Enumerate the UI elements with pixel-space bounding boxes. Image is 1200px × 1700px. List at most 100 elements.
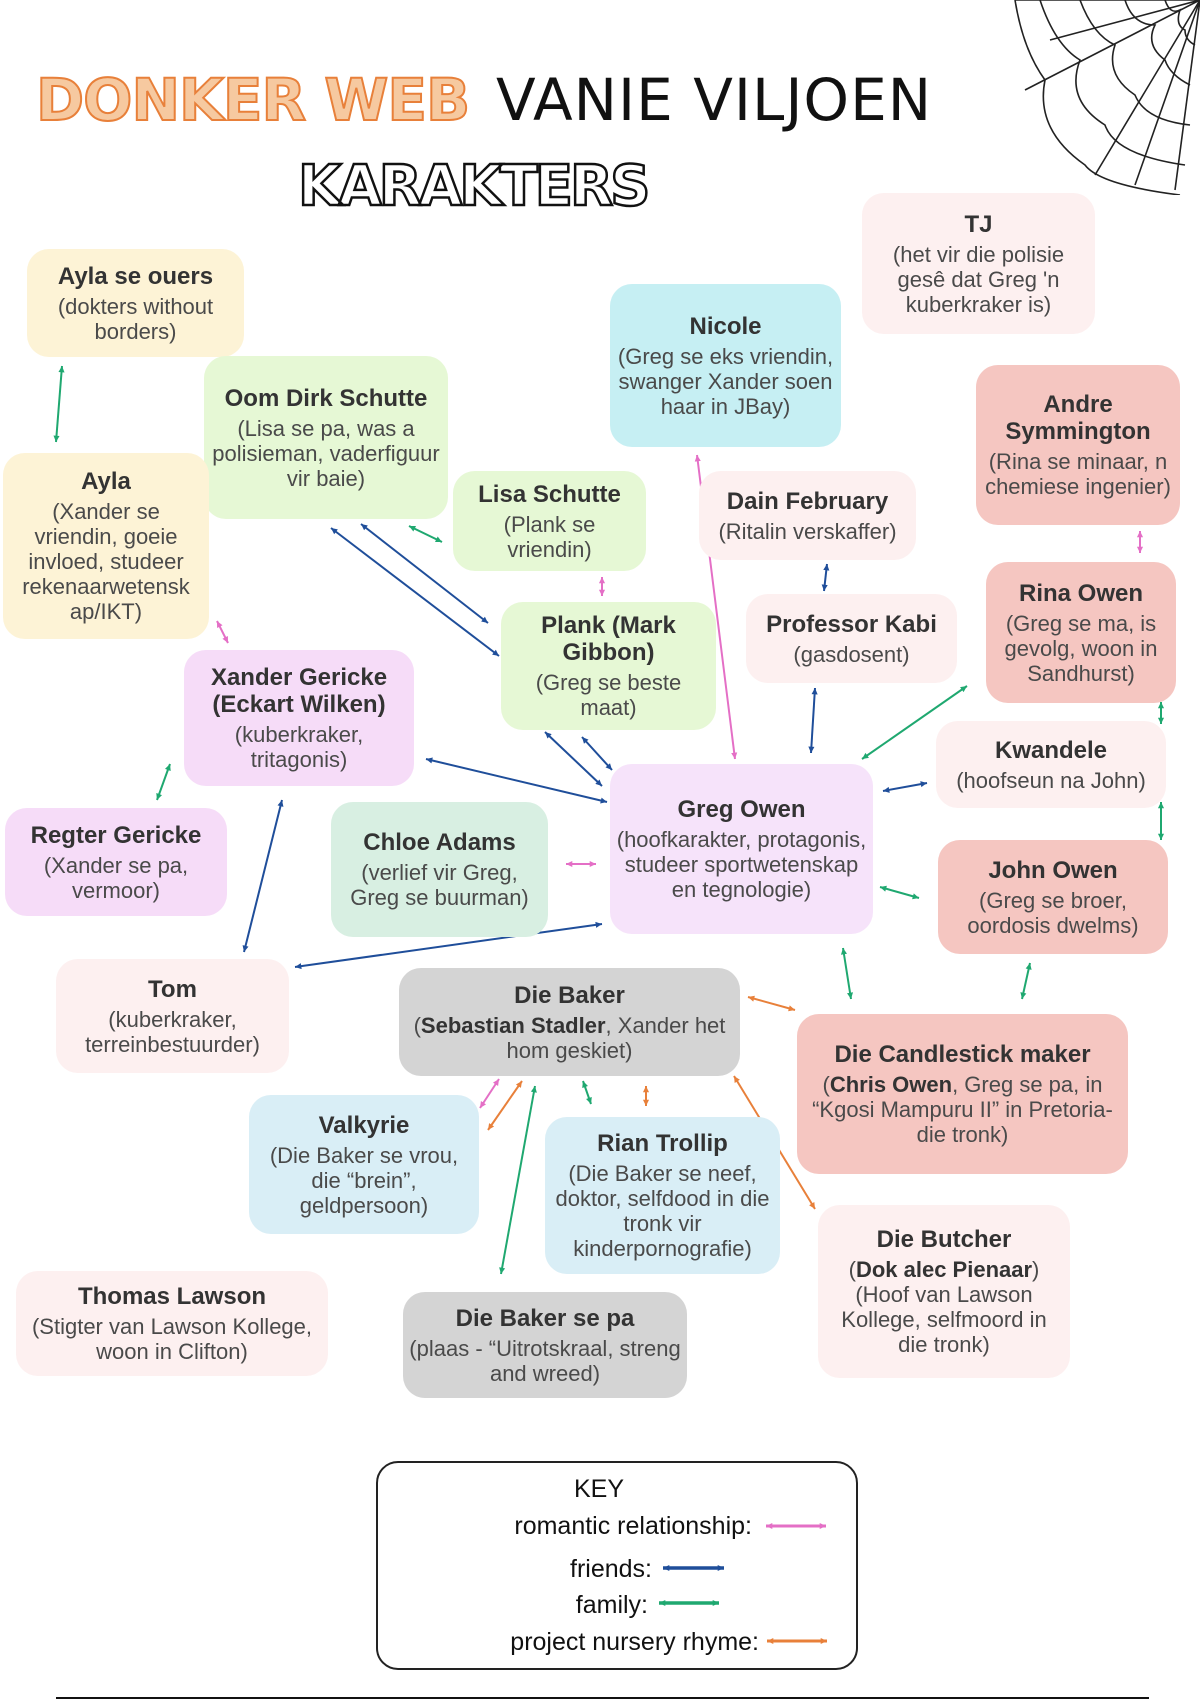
character-description: (Greg se broer, oordosis dwelms) — [967, 887, 1139, 938]
character-description: (Dok alec Pienaar) (Hoof van Lawson Koll… — [824, 1257, 1064, 1357]
character-description: (Xander se vriendin, goeie invloed, stud… — [22, 499, 190, 624]
arrow-nursery-baker-candlestick — [747, 996, 796, 1011]
arrow-friends-kwandele-greg — [882, 782, 928, 792]
arrowhead — [766, 1522, 773, 1530]
character-name: Andre Symmington — [1005, 391, 1151, 445]
description-part: ( — [848, 1257, 856, 1282]
arrowhead — [217, 621, 223, 628]
character-name: Lisa Schutte — [478, 480, 621, 508]
character-andre: Andre Symmington(Rina se minaar, n chemi… — [976, 365, 1180, 525]
arrowhead — [58, 366, 65, 373]
arrow-friends-plank-greg — [581, 736, 613, 771]
character-name: Regter Gericke — [30, 821, 202, 849]
character-description: (hoofseun na John) — [956, 767, 1146, 793]
legend-key: KEY romantic relationship: friends: fami… — [376, 1461, 858, 1670]
arrowhead — [1136, 531, 1144, 538]
arrowhead — [767, 1637, 774, 1645]
character-name: Ayla — [81, 468, 131, 495]
character-name: Die Baker se pa — [455, 1304, 635, 1332]
arrow-family-rina-greg — [861, 685, 968, 760]
arrow-friends-kabi-greg — [810, 687, 816, 754]
character-regter: Regter Gericke(Xander se pa, vermoor) — [5, 808, 227, 916]
arrowhead — [748, 995, 755, 1002]
arrowhead — [712, 1599, 719, 1607]
arrowhead — [598, 577, 606, 584]
character-name: Rina Owen — [1018, 579, 1144, 607]
character-description: (Stigter van Lawson Kollege, woon in Cli… — [31, 1314, 313, 1364]
character-description: (Chris Owen, Greg se pa, in “Kgosi Mampu… — [803, 1072, 1122, 1147]
arrow-family-baker-baker-pa — [500, 1085, 536, 1275]
character-name: Nicole — [689, 312, 762, 340]
character-name: Xander Gericke (Eckart Wilken) — [210, 664, 388, 718]
character-lisa: Lisa Schutte(Plank se vriendin) — [453, 471, 646, 571]
character-description: (plaas - “Uitrotskraal, streng and wreed… — [409, 1335, 681, 1386]
arrow-friends-oom-dirk-plank — [330, 527, 500, 657]
character-description: (Greg se ma, is gevolg, woon in Sandhurs… — [1004, 610, 1158, 686]
character-nicole: Nicole (Greg se eks vriendin, swanger Xan… — [610, 284, 841, 447]
description-part: ) (Hoof van Lawson Kollege, selfmoord in… — [841, 1257, 1047, 1357]
arrowhead — [1157, 717, 1165, 724]
arrowhead — [1157, 833, 1165, 840]
arrowhead — [1157, 802, 1165, 809]
arrowhead — [819, 1522, 826, 1530]
arrowhead — [515, 1081, 522, 1088]
arrowhead — [545, 732, 552, 739]
key-title: KEY — [574, 1475, 625, 1503]
arrowhead — [156, 793, 163, 800]
character-rian: Rian Trollip(Die Baker se neef, doktor, … — [545, 1117, 780, 1274]
arrowhead — [960, 686, 967, 693]
arrowhead — [1020, 992, 1027, 999]
character-tj: TJ(het vir die polisie gesê dat Greg 'n … — [862, 193, 1095, 334]
description-part: Chris Owen — [829, 1072, 953, 1097]
arrowhead — [642, 1099, 650, 1106]
arrowhead — [862, 752, 869, 759]
title-vanie-viljoen: VANIE VILJOEN — [496, 66, 933, 134]
character-kwandele: Kwandele(hoofseun na John) — [936, 721, 1166, 808]
character-candlestick: Die Candlestick maker(Chris Owen, Greg s… — [797, 1014, 1128, 1174]
key-friends-label: friends: — [570, 1555, 652, 1583]
character-name: Plank (Mark Gibbon) — [541, 612, 676, 666]
character-kabi: Professor Kabi(gasdosent) — [746, 594, 957, 683]
character-name: Tom — [148, 975, 197, 1003]
character-valkyrie: Valkyrie(Die Baker se vrou, die “brein”,… — [249, 1095, 479, 1234]
arrowhead — [277, 800, 284, 807]
arrowhead — [295, 963, 302, 970]
arrowhead — [717, 1564, 724, 1572]
arrowhead — [734, 1076, 740, 1083]
character-greg: Greg Owen(hoofkarakter, protagonis, stud… — [610, 764, 873, 934]
character-description: (Greg se beste maat) — [535, 670, 682, 720]
arrowhead — [426, 757, 433, 764]
arrowhead — [222, 636, 228, 643]
character-oom-dirk: Oom Dirk Schutte(Lisa se pa, was a polis… — [204, 356, 448, 519]
arrowhead — [880, 885, 887, 892]
key-family-label: family: — [575, 1591, 648, 1619]
arrowhead — [530, 1086, 537, 1093]
arrowhead — [731, 752, 738, 759]
arrowhead — [659, 1599, 666, 1607]
arrowhead — [480, 1101, 487, 1108]
arrowhead — [582, 737, 589, 744]
arrow-family-xander-regter — [156, 763, 171, 801]
character-john: John Owen(Greg se broer, oordosis dwelms… — [938, 840, 1168, 954]
character-name: Professor Kabi — [766, 610, 937, 638]
character-description: (verlief vir Greg, Greg se buurman) — [350, 860, 529, 910]
key-nursery-label: project nursery rhyme: — [510, 1628, 759, 1656]
arrowhead — [331, 528, 338, 535]
description-part: Dok alec Pienaar — [855, 1257, 1033, 1282]
arrowhead — [499, 1267, 506, 1274]
arrowhead — [481, 616, 488, 623]
key-romantic-label: romantic relationship: — [514, 1512, 752, 1540]
character-description: (Greg se eks vriendin, swanger Xander so… — [617, 343, 834, 419]
description-part: ( — [413, 1012, 421, 1038]
arrowhead — [435, 536, 442, 542]
arrowhead — [840, 948, 847, 955]
arrowhead — [847, 992, 854, 999]
arrow-family-greg-john — [879, 886, 920, 899]
character-plank: Plank (Mark Gibbon)(Greg se beste maat) — [501, 602, 716, 730]
arrowhead — [883, 786, 890, 793]
arrowhead — [566, 860, 573, 868]
description-part: Sebastian Stadler — [420, 1012, 606, 1038]
arrowhead — [586, 1097, 592, 1104]
